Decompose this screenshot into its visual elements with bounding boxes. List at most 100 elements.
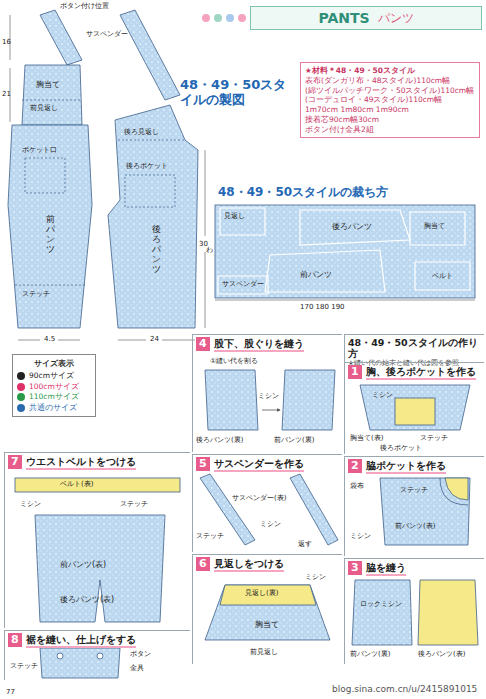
part-label: 前パンツ(表) bbox=[60, 560, 106, 569]
legend-swatch bbox=[17, 404, 25, 412]
node-text: 股下、股ぐりを縫う bbox=[214, 337, 304, 352]
part-label: 返す bbox=[298, 540, 312, 548]
node-text: 表布(ダンガリ布・48スタイル)110cm幅 bbox=[305, 76, 475, 86]
draft-pieces bbox=[8, 10, 198, 328]
part-label: ステッチ bbox=[120, 500, 148, 508]
legend-text: 共通のサイズ bbox=[29, 403, 77, 414]
step-panel: 8 裾を縫い、仕上げをする bbox=[4, 630, 190, 680]
section-header: 48・49・50スタイルの作り方★縫い代の始末と縫い代は図を参照 bbox=[344, 334, 484, 369]
part-label: 胸当て bbox=[36, 80, 60, 89]
part-label: 後ろパンツ(裏) bbox=[196, 436, 243, 444]
legend-text: 110cmサイズ bbox=[29, 392, 79, 403]
part-label: 前パンツ bbox=[300, 270, 332, 279]
part-label: ステッチ bbox=[22, 290, 50, 298]
node-heading: 5 bbox=[196, 457, 210, 471]
draft-details bbox=[15, 100, 185, 285]
step-panel: 6 見返しをつける bbox=[192, 554, 342, 664]
part-label: blog.sina.com.cn/u/2415891015 bbox=[332, 684, 477, 694]
part-label: ミシン bbox=[372, 391, 393, 399]
part-label: ステッチ bbox=[10, 662, 38, 670]
node-text: 接着芯90cm幅30cm bbox=[305, 115, 475, 125]
node-heading: 48・49・50スタイルの作り方 bbox=[348, 337, 481, 360]
node-text: ボタン付け金具2組 bbox=[305, 125, 475, 135]
legend-row: 100cmサイズ bbox=[17, 382, 91, 393]
dimension-lines bbox=[10, 15, 205, 340]
part-label: 前パンツ bbox=[46, 215, 55, 255]
node-text: ウエストベルトをつける bbox=[26, 455, 136, 470]
part-label: 後ろ見返し bbox=[124, 128, 159, 136]
part-label: ミシン bbox=[305, 573, 326, 581]
cutting-layout bbox=[215, 205, 475, 300]
part-label: 24 bbox=[150, 335, 159, 343]
part-label: 77 bbox=[6, 688, 15, 696]
part-label: ミシン bbox=[20, 500, 41, 508]
step-panel: 2 脇ポケットを作る bbox=[344, 456, 484, 556]
part-label: ミシン bbox=[260, 520, 281, 528]
part-label: 後ろパンツ(表) bbox=[60, 595, 114, 604]
part-label: 袋布 bbox=[350, 482, 364, 490]
legend-text: 90cmサイズ bbox=[29, 371, 74, 382]
part-label: わ bbox=[206, 246, 213, 254]
node-heading: 8 bbox=[8, 633, 22, 647]
node-text: サスペンダーを作る bbox=[214, 457, 304, 472]
legend-swatch bbox=[17, 383, 25, 391]
part-label: ベルト(表) bbox=[60, 480, 93, 488]
part-label: 16 bbox=[2, 38, 11, 46]
part-label: ステッチ bbox=[400, 486, 428, 494]
part-label: サスペンダー bbox=[86, 30, 128, 38]
part-label: ミシン bbox=[258, 392, 279, 400]
part-label: ポケット口 bbox=[22, 146, 57, 154]
node-text: 脇を縫う bbox=[366, 561, 406, 576]
step-panel: 3 脇を縫う bbox=[344, 558, 484, 664]
part-label: 前見返し bbox=[250, 648, 278, 656]
section-heading: 48・49・50スタイルの製図 bbox=[180, 78, 298, 108]
part-label: 前パンツ(裏) bbox=[274, 436, 314, 444]
part-label: 4.5 bbox=[44, 335, 55, 343]
part-label: 胸当て(表) bbox=[350, 434, 383, 442]
node-heading: PANTS bbox=[318, 10, 369, 26]
node-text: 脇ポケットを作る bbox=[366, 459, 446, 474]
node-heading: 6 bbox=[196, 557, 210, 571]
part-label: 21 bbox=[2, 90, 11, 98]
part-label: ミシン bbox=[350, 532, 371, 540]
node-heading: 7 bbox=[8, 455, 22, 469]
node-text: 裾を縫い、仕上げをする bbox=[26, 633, 136, 648]
part-label: ボタン bbox=[130, 650, 151, 658]
section-heading: 48・49・50スタイルの裁ち方 bbox=[218, 186, 388, 200]
node-text: 見返しをつける bbox=[214, 557, 284, 572]
part-label: ベルト bbox=[432, 272, 453, 280]
legend-swatch bbox=[17, 393, 25, 401]
title-band: PANTS パンツ bbox=[250, 6, 482, 30]
part-label: 見返し(裏) bbox=[245, 589, 278, 597]
part-label: 金具 bbox=[130, 664, 144, 672]
part-label: ボタン付け位置 bbox=[60, 2, 109, 10]
legend-row: 共通のサイズ bbox=[17, 403, 91, 414]
part-label: ①縫い代を割る bbox=[210, 357, 258, 365]
node-heading: サイズ表示 bbox=[17, 358, 91, 369]
part-label: ステッチ bbox=[420, 434, 448, 442]
legend-text: 100cmサイズ bbox=[29, 382, 79, 393]
part-label: 170 180 190 bbox=[300, 303, 345, 311]
part-label: ステッチ bbox=[196, 532, 224, 540]
part-label: 後ろパンツ bbox=[152, 225, 161, 274]
node-heading: 2 bbox=[348, 459, 362, 473]
part-label: 前見返し bbox=[30, 104, 58, 112]
part-label: 後ろパンツ(表) bbox=[418, 650, 465, 658]
part-label: 前パンツ(裏) bbox=[350, 650, 390, 658]
node-text: (綿ツイルパッチワーク・50スタイル)110cm幅 bbox=[305, 86, 475, 96]
part-label: 前パンツ(表) bbox=[395, 522, 435, 530]
legend-row: 110cmサイズ bbox=[17, 392, 91, 403]
size-legend: サイズ表示 90cmサイズ100cmサイズ110cmサイズ共通のサイズ bbox=[12, 354, 96, 417]
title-dots bbox=[202, 14, 246, 22]
materials-box: ★材料＊48・49・50スタイル表布(ダンガリ布・48スタイル)110cm幅(綿… bbox=[300, 62, 480, 138]
part-label: ロックミシン bbox=[360, 600, 402, 608]
node-text: (コーデュロイ・49スタイル)110cm幅 bbox=[305, 95, 475, 105]
node-text: 1m70cm 1m80cm 1m90cm bbox=[305, 105, 475, 115]
node-heading: 1 bbox=[348, 365, 362, 379]
legend-row: 90cmサイズ bbox=[17, 371, 91, 382]
part-label: サスペンダー(表) bbox=[232, 494, 286, 502]
node-text: パンツ bbox=[378, 10, 414, 27]
node-heading: 3 bbox=[348, 561, 362, 575]
part-label: 後ろポケット bbox=[380, 444, 422, 452]
node-heading: ★材料＊48・49・50スタイル bbox=[305, 66, 475, 76]
